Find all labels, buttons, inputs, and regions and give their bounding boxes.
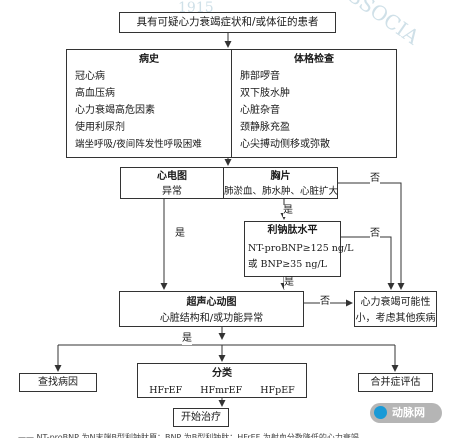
comorbidity-assessment-box: 合并症评估 [358,373,433,392]
exam-item: 肺部啰音 [240,71,280,82]
xray-result: 肺淤血、肺水肿、心脏扩大 [224,186,339,197]
history-item: 心力衰竭高危因素 [75,105,155,116]
no-label: 否 [370,173,380,185]
history-item: 端坐呼吸/夜间阵发性呼吸困难 [75,139,202,150]
yes-label: 是 [182,333,192,345]
suspected-patient-box: 具有可疑心力衰竭症状和/或体征的患者 [119,12,336,33]
history-title: 病史 [139,54,159,65]
yes-label: 是 [284,277,294,289]
history-item: 使用利尿剂 [75,122,125,133]
classification-title: 分类 [212,368,232,379]
ecg-section: 心电图 异常 [121,170,223,198]
hf-type: HFrEF [149,385,183,396]
exam-section: 体格检查 肺部啰音 双下肢水肿 心脏杂音 颈静脉充盈 心尖搏动侧移或弥散 [232,53,396,151]
find-cause-box: 查找病因 [19,373,97,392]
echo-result: 心脏结构和/或功能异常 [159,313,264,324]
yes-label: 是 [283,205,293,217]
history-exam-box: 病史 冠心病 高血压病 心力衰竭高危因素 使用利尿剂 端坐呼吸/夜间阵发性呼吸困… [66,49,397,158]
xray-title: 胸片 [270,171,291,182]
exam-item: 颈静脉充盈 [240,122,290,133]
bnp-threshold: 或 BNP≥35 ng/L [248,259,327,270]
publisher-logo-icon [374,406,387,419]
exam-item: 心脏杂音 [240,105,280,116]
ntprobnp-threshold: NT-proBNP≥125 ng/L [248,243,354,254]
ecg-xray-divider [223,168,224,198]
history-exam-divider [231,50,232,157]
ecg-title: 心电图 [157,171,187,182]
ecg-result: 异常 [162,186,182,197]
echo-title: 超声心动图 [186,297,237,308]
exam-item: 双下肢水肿 [240,88,290,99]
xray-section: 胸片 肺淤血、肺水肿、心脏扩大 [224,170,339,198]
history-section: 病史 冠心病 高血压病 心力衰竭高危因素 使用利尿剂 端坐呼吸/夜间阵发性呼吸困… [67,53,231,151]
history-item: 高血压病 [75,88,115,99]
classification-box: 分类 HFrEF HFmrEF HFpEF [137,363,307,398]
hf-type-row: HFrEF HFmrEF HFpEF [138,384,306,397]
exam-item: 心尖搏动侧移或弥散 [240,139,330,150]
hf-unlikely-line1: 心力衰竭可能性 [360,297,431,308]
yes-label: 是 [175,228,185,240]
no-label: 否 [320,296,330,308]
hf-type: HFmrEF [200,385,243,396]
ecg-xray-box: 心电图 异常 胸片 肺淤血、肺水肿、心脏扩大 [120,167,338,199]
start-treatment-box: 开始治疗 [173,408,229,427]
natriuretic-title: 利钠肽水平 [267,225,318,236]
natriuretic-peptide-box: 利钠肽水平 NT-proBNP≥125 ng/L 或 BNP≥35 ng/L [244,221,354,277]
history-item: 冠心病 [75,71,105,82]
hf-unlikely-line2: 小，考虑其他疾病 [355,313,436,324]
hf-unlikely-box: 心力衰竭可能性 小，考虑其他疾病 [354,291,437,327]
hf-type: HFpEF [260,385,295,396]
publisher-logo: 动脉网 [370,403,442,423]
exam-title: 体格检查 [294,54,334,65]
footnote-fragment: —— NT-proBNP 为N末端B型利钠肽原；BNP 为B型利钠肽；HFrEF… [18,433,359,438]
publisher-logo-text: 动脉网 [392,406,425,419]
no-label: 否 [370,228,380,240]
echocardiogram-box: 超声心动图 心脏结构和/或功能异常 [119,291,304,327]
